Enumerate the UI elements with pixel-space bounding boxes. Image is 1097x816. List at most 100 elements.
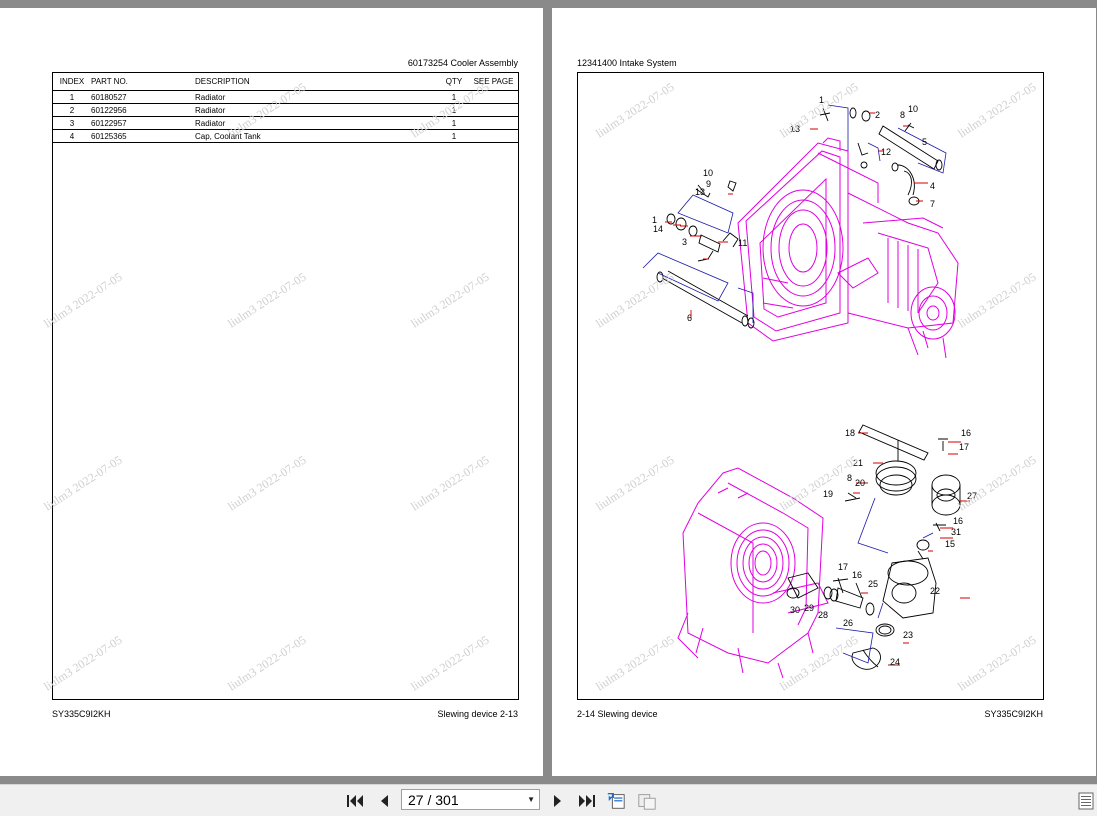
cell-part-no: 60122957 [91,116,195,130]
right-page: 12341400 Intake System [552,8,1096,776]
cell-see-page [469,116,518,130]
svg-text:20: 20 [855,478,865,488]
next-page-icon [554,795,561,807]
previous-page-icon [381,795,388,807]
left-page-header: 60173254 Cooler Assembly [407,58,518,68]
intake-system-diagram: 13 1 2 8 10 5 4 7 12 10 9 13 1 14 3 11 6 [642,95,977,679]
cell-part-no: 60180527 [91,90,195,104]
intake-pipes-top [656,107,943,329]
air-cleaner-housing [677,467,829,679]
svg-text:3: 3 [682,237,687,247]
first-page-button[interactable] [345,791,365,811]
two-page-view-button[interactable] [637,791,657,811]
svg-text:29: 29 [804,603,814,613]
cell-index: 3 [53,116,91,130]
svg-text:1: 1 [652,215,657,225]
sidebar-toggle-button[interactable] [1076,791,1096,811]
single-page-view-icon [607,793,625,809]
left-page-footer-right: Slewing device 2-13 [437,709,518,719]
cell-description: Radiator [195,90,439,104]
callout-labels-top: 13 1 2 8 10 5 4 7 12 10 9 13 1 14 3 11 6 [652,95,935,323]
air-cleaner-parts [786,424,961,670]
cell-qty: 1 [439,129,469,143]
svg-text:10: 10 [703,168,713,178]
callout-labels-bottom: 18 16 17 21 8 20 19 27 16 31 15 17 16 25… [790,428,977,667]
right-page-footer-right: SY335C9I2KH [984,709,1043,719]
svg-text:1: 1 [819,95,824,105]
svg-text:23: 23 [903,630,913,640]
svg-text:13: 13 [790,124,800,134]
left-page-footer-left: SY335C9I2KH [52,709,111,719]
leader-lines-top [642,104,947,323]
column-header-description: DESCRIPTION [195,73,439,91]
cell-description: Cap, Coolant Tank [195,129,439,143]
cell-see-page [469,103,518,117]
svg-text:11: 11 [738,238,747,248]
cell-qty: 1 [439,90,469,104]
svg-text:16: 16 [852,570,862,580]
svg-text:7: 7 [930,199,935,209]
svg-text:28: 28 [818,610,828,620]
parts-table: INDEX PART NO. DESCRIPTION QTY SEE PAGE … [53,73,518,143]
cell-see-page [469,129,518,143]
parts-list-frame: INDEX PART NO. DESCRIPTION QTY SEE PAGE … [52,72,519,700]
previous-page-button[interactable] [374,791,394,811]
diagram-frame: 13 1 2 8 10 5 4 7 12 10 9 13 1 14 3 11 6 [577,72,1044,700]
svg-text:9: 9 [706,179,711,189]
column-header-part-no: PART NO. [91,73,195,91]
svg-text:25: 25 [868,579,878,589]
two-page-view-icon [638,794,656,810]
svg-text:8: 8 [900,110,905,120]
svg-text:5: 5 [922,137,927,147]
next-page-button[interactable] [548,791,568,811]
page-indicator: 27 / 301 [408,792,459,808]
svg-text:22: 22 [930,586,940,596]
chevron-down-icon: ▼ [527,795,535,804]
right-page-header: 12341400 Intake System [577,58,677,68]
cell-description: Radiator [195,103,439,117]
svg-text:2: 2 [875,110,880,120]
engine-cooler-drawing [737,137,959,359]
cell-index: 2 [53,103,91,117]
parts-table-header: INDEX PART NO. DESCRIPTION QTY SEE PAGE [53,73,518,91]
svg-text:24: 24 [890,657,900,667]
svg-text:10: 10 [908,104,918,114]
last-page-button[interactable] [577,791,597,811]
svg-text:4: 4 [930,181,935,191]
single-page-view-button[interactable] [606,791,626,811]
svg-text:15: 15 [945,539,955,549]
table-row: 2 60122956 Radiator 1 [53,103,518,117]
cell-see-page [469,90,518,104]
table-row: 3 60122957 Radiator 1 [53,116,518,130]
first-page-icon [347,795,363,807]
cell-qty: 1 [439,103,469,117]
callout-ticks-top [665,112,928,318]
svg-text:8: 8 [847,473,852,483]
svg-text:13: 13 [695,187,705,197]
table-row: 4 60125365 Cap, Coolant Tank 1 [53,129,518,143]
svg-text:17: 17 [959,442,969,452]
svg-text:17: 17 [838,562,848,572]
sidebar-icon [1078,792,1094,810]
svg-text:30: 30 [790,605,800,615]
svg-text:18: 18 [845,428,855,438]
cell-description: Radiator [195,116,439,130]
svg-text:12: 12 [881,147,891,157]
last-page-icon [579,795,595,807]
svg-text:19: 19 [823,489,833,499]
svg-text:16: 16 [953,516,963,526]
viewer-toolbar: 27 / 301 ▼ [0,784,1097,816]
right-page-footer-left: 2-14 Slewing device [577,709,658,719]
svg-text:6: 6 [687,313,692,323]
svg-text:31: 31 [951,527,961,537]
column-header-qty: QTY [439,73,469,91]
cell-index: 1 [53,90,91,104]
column-header-index: INDEX [53,73,91,91]
svg-text:26: 26 [843,618,853,628]
page-number-select[interactable]: 27 / 301 ▼ [401,789,540,810]
cell-index: 4 [53,129,91,143]
table-row: 1 60180527 Radiator 1 [53,90,518,104]
cell-qty: 1 [439,116,469,130]
cell-part-no: 60125365 [91,129,195,143]
callout-ticks-bottom [853,432,970,666]
